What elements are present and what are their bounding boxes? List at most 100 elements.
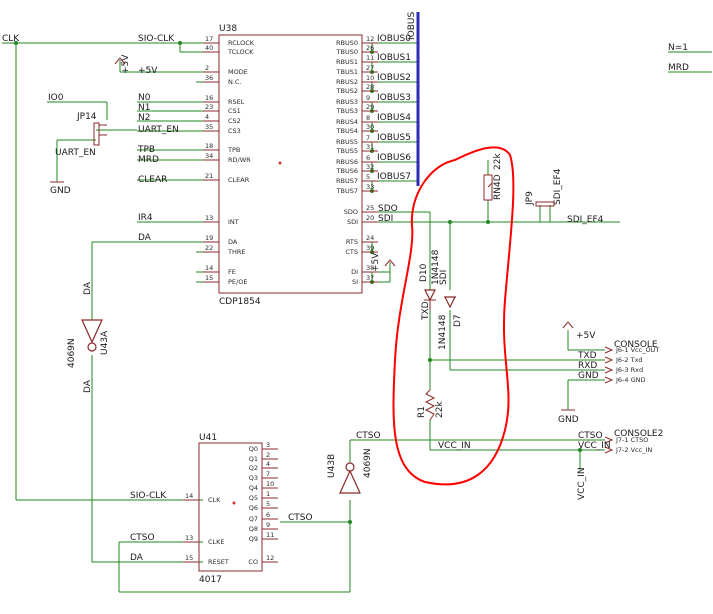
jp9-net-label: SDI_EF4 <box>553 168 563 205</box>
pin-number: 12 <box>266 554 274 562</box>
pin-name: RBUS7 <box>336 177 358 185</box>
connector-pin-label: J6-4 GND <box>615 376 646 384</box>
pin-number: 40 <box>205 44 213 52</box>
pin-name: TBUS3 <box>336 107 358 115</box>
pin-name: SI <box>352 278 358 286</box>
pin-number: 9 <box>366 94 370 102</box>
net-sdi-vertical: SDI <box>439 270 449 285</box>
pin-name: Q1 <box>249 455 258 463</box>
pin-name: Q0 <box>249 445 258 453</box>
pin-name: TBUS0 <box>336 48 358 56</box>
net-gnd: GND <box>578 371 599 381</box>
net-iobus-line: IOBUS1 <box>377 53 411 63</box>
pin-name: THRE <box>227 248 245 256</box>
u43a-inverter <box>81 319 103 352</box>
d10-label: D10 <box>419 263 429 282</box>
pin-name: DI <box>351 268 358 276</box>
pin-name: MODE <box>228 68 248 76</box>
pin-number: 15 <box>205 274 213 282</box>
net-txd-vertical: TXD <box>421 301 431 321</box>
pin-name: TBUS6 <box>336 167 358 175</box>
pin-number: 13 <box>185 534 193 542</box>
net-rxd: RXD <box>578 361 597 371</box>
net-sdi: SDI <box>378 214 393 224</box>
pin-number: 11 <box>366 54 374 62</box>
pin-name: RD/WR <box>228 156 251 164</box>
net-vcc-in: VCC_IN <box>438 441 471 451</box>
junctions <box>14 41 582 524</box>
console-title: CONSOLE <box>614 340 658 350</box>
pin-number: 36 <box>205 74 213 82</box>
pin-number: 15 <box>185 554 193 562</box>
net-mrd: MRD <box>138 155 159 165</box>
pin-name: RSEL <box>228 98 245 106</box>
jp9-label: JP9 <box>525 191 535 206</box>
d10-diode <box>424 289 436 310</box>
net-iobus-line: IOBUS5 <box>377 133 411 143</box>
connector-pin-arrow <box>604 376 614 384</box>
net-da-left: DA <box>130 553 144 563</box>
pin-name: RESET <box>208 558 229 566</box>
d7-value: 1N4148 <box>438 314 448 350</box>
net-io0: IO0 <box>48 93 64 103</box>
connector-pin-label: J6-1 Vcc_OUT <box>615 346 659 354</box>
connector-pin-arrow <box>604 346 614 354</box>
pin-number: 7 <box>366 134 370 142</box>
net-txd: TXD <box>577 351 597 361</box>
u38-value: CDP1854 <box>219 297 261 307</box>
net-ctso-right: CTSO <box>578 431 603 441</box>
net-sdo: SDO <box>378 204 398 214</box>
pin-name: RBUS1 <box>336 58 358 66</box>
pin-name: CLEAR <box>228 176 250 184</box>
net-n0: N0 <box>138 93 151 103</box>
pin-name: TPB <box>227 146 240 154</box>
pin-number: 4 <box>266 460 270 468</box>
pin-name: Q5 <box>249 494 258 502</box>
d7-diode <box>444 296 456 309</box>
connector-pin-arrow <box>604 356 614 364</box>
gnd-label-jp14: GND <box>50 186 71 196</box>
pin-number: 22 <box>205 244 213 252</box>
u43b-label: U43B <box>327 454 337 478</box>
iobus-labels: IOBUS0IOBUS1IOBUS2IOBUS3IOBUS4IOBUS5IOBU… <box>377 34 411 182</box>
pin-name: TBUS4 <box>336 127 358 135</box>
net-vcc-in-vertical: VCC_IN <box>577 467 587 500</box>
net-uart-en: UART_EN <box>138 125 179 135</box>
pin-number: 11 <box>266 531 274 539</box>
connector-pin-label: J6-2 Txd <box>615 356 643 364</box>
pin-name: INT <box>228 218 239 226</box>
net-sio-clk: SIO-CLK <box>138 34 175 44</box>
u43a-label: U43A <box>100 330 110 355</box>
pin-name: Q2 <box>249 464 258 472</box>
pin-number: 9 <box>266 521 270 529</box>
net-mrd-right: MRD <box>668 63 689 73</box>
pin-number: 5 <box>266 500 270 508</box>
net-plus5v: +5V <box>138 66 158 76</box>
pin-name: RBUS2 <box>336 78 358 86</box>
pin-number: 2 <box>205 64 209 72</box>
pin-number: 38 <box>366 264 374 272</box>
pin-number: 7 <box>266 470 270 478</box>
pin-name: N.C. <box>228 78 242 86</box>
net-n2: N2 <box>138 113 150 123</box>
net-clear: CLEAR <box>138 175 167 185</box>
pin-number: 3 <box>266 441 270 449</box>
pin-number: 31 <box>366 143 374 151</box>
net-n-eq-1: N=1 <box>668 43 688 53</box>
u43a-value: 4069N <box>67 338 77 368</box>
pin-name: TCLOCK <box>227 48 254 56</box>
d7-label: D7 <box>453 314 463 327</box>
pin-name: RBUS4 <box>336 118 358 126</box>
net-sio-clk-2: SIO-CLK <box>130 491 167 501</box>
pin-number: 17 <box>205 35 213 43</box>
net-tpb: TPB <box>137 145 155 155</box>
connector-pin-label: J7-1 CTSO <box>615 436 648 444</box>
u41-chip <box>198 442 263 572</box>
net-ctso-u41: CTSO <box>288 513 313 523</box>
u43b-inverter <box>339 462 361 494</box>
pin-name: RBUS3 <box>336 98 358 106</box>
